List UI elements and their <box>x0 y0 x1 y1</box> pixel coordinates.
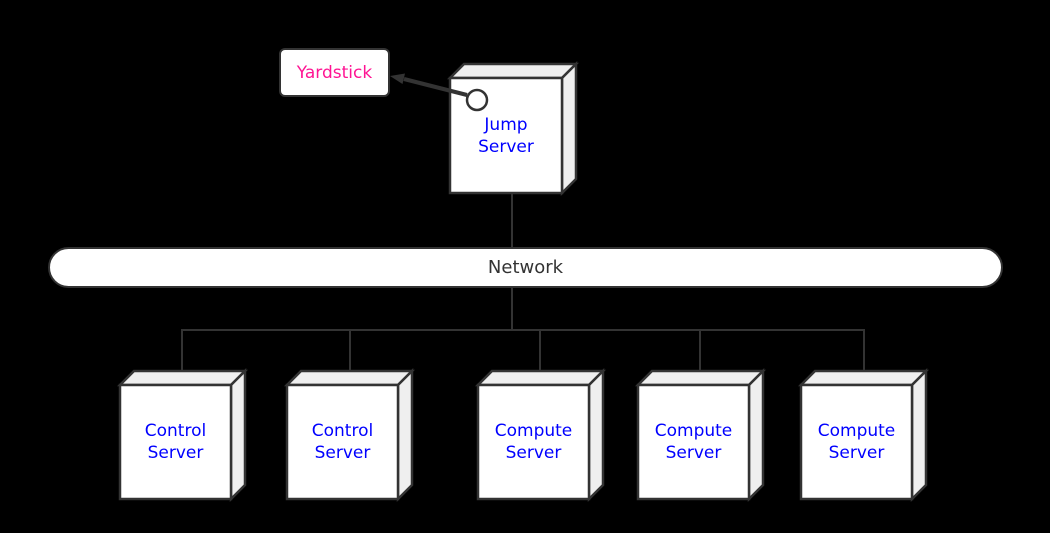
arrowhead-icon <box>390 73 405 84</box>
control-server-1-top-face <box>116 369 249 387</box>
compute-server-3-top-face <box>797 369 930 387</box>
control-server-1-right-face <box>229 367 247 503</box>
compute-server-2-front-face <box>636 383 751 501</box>
jump-server-port-icon <box>465 88 489 112</box>
compute-server-1-top-face <box>474 369 607 387</box>
compute-server-2-box <box>634 367 767 503</box>
jump-server-box-top-face <box>446 62 580 80</box>
compute-server-1-box <box>474 367 607 503</box>
yardstick-node: Yardstick <box>279 48 390 97</box>
compute-server-2-right-face <box>747 367 765 503</box>
control-server-1-box <box>116 367 249 503</box>
compute-server-3-right-face <box>910 367 928 503</box>
control-server-2-front-face <box>285 383 400 501</box>
compute-server-2-top-face <box>634 369 767 387</box>
compute-server-3-front-face <box>799 383 914 501</box>
control-server-2-top-face <box>283 369 416 387</box>
yardstick-label: Yardstick <box>296 62 373 83</box>
arrow-jumpserver-to-yardstick <box>390 73 468 97</box>
compute-server-1-front-face <box>476 383 591 501</box>
network-label: Network <box>487 257 564 278</box>
compute-server-3-box <box>797 367 930 503</box>
control-server-2-box <box>283 367 416 503</box>
jump-server-box-right-face <box>560 60 578 197</box>
control-server-1-front-face <box>118 383 233 501</box>
control-server-2-right-face <box>396 367 414 503</box>
network-bus-line <box>181 329 865 371</box>
arrow-shaft <box>403 77 468 97</box>
compute-server-1-right-face <box>587 367 605 503</box>
jump-server-box <box>446 60 580 197</box>
network-node: Network <box>48 247 1003 288</box>
